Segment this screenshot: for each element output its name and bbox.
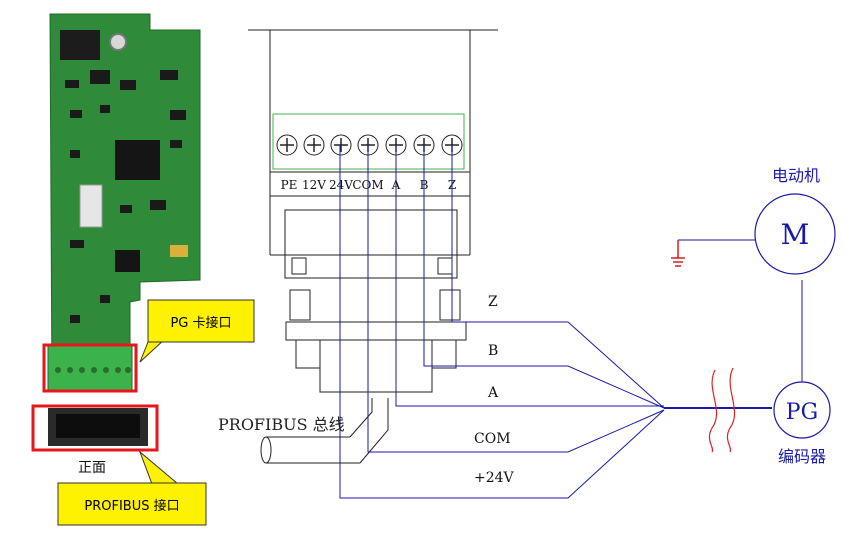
wire-a (395, 145, 664, 407)
encoder-circle (773, 381, 831, 439)
terminal-housing (248, 29, 498, 393)
ic-chip-small (115, 250, 140, 272)
main-ic-chip (115, 140, 160, 180)
wire-z (451, 145, 665, 409)
motor-circle (754, 193, 836, 275)
motor-title: 电动机 (772, 166, 820, 185)
profibus-bus-label: PROFIBUS 总线 (218, 415, 345, 434)
wire-label-b: B (488, 343, 498, 359)
terminal-screw-24v (330, 134, 352, 156)
wire-labels: Z B A COM +24V (474, 294, 515, 486)
pg-interface-callout: PG 卡接口 (139, 299, 255, 363)
signal-wires (339, 145, 803, 499)
terminal-label-12v: 12V (302, 178, 326, 192)
front-label: 正面 (78, 460, 106, 476)
terminal-screw-12v (303, 134, 325, 156)
regulator-component (60, 30, 100, 60)
cable-break-marks (708, 367, 736, 453)
connector-header (79, 184, 103, 228)
wire-b (423, 145, 665, 409)
encoder-symbol: PG (786, 400, 818, 425)
wire-com (367, 145, 665, 453)
profibus-interface-highlight (31, 404, 159, 452)
pg-interface-callout-text: PG 卡接口 (170, 315, 231, 331)
pg-interface-highlight (42, 343, 138, 393)
wire-24v (339, 145, 665, 499)
terminal-screw-pe (276, 134, 298, 156)
terminal-screws (276, 134, 463, 156)
mounting-hole (109, 33, 127, 51)
terminal-label-24v: 24V (329, 178, 353, 192)
profibus-bus-cable (260, 398, 389, 464)
terminal-label-pe: PE (281, 178, 298, 192)
wire-label-24v: +24V (474, 470, 515, 486)
motor-symbol: M (781, 218, 810, 251)
wire-label-com: COM (474, 431, 511, 447)
profibus-interface-callout-text: PROFIBUS 接口 (84, 498, 179, 514)
smd-components (65, 70, 186, 323)
db9-shell (56, 414, 140, 438)
profibus-interface-callout: PROFIBUS 接口 (57, 450, 207, 526)
terminal-block-screws (55, 367, 131, 373)
wire-label-z: Z (488, 294, 498, 310)
encoder-title: 编码器 (778, 447, 826, 466)
pg-card-board (47, 13, 201, 446)
capacitor (170, 245, 188, 257)
earth-ground-icon (671, 240, 685, 267)
wire-label-a: A (487, 385, 499, 401)
